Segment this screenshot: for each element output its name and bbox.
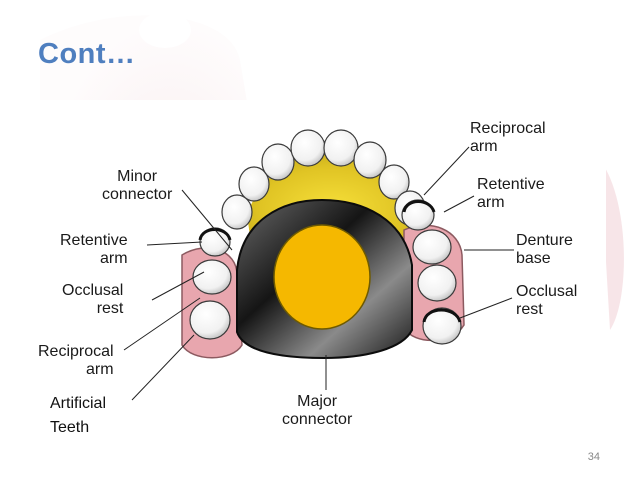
leader-lines bbox=[123, 146, 514, 401]
major-connector-opening bbox=[273, 224, 371, 330]
left-posterior-teeth bbox=[189, 227, 232, 340]
rpd-illustration bbox=[123, 129, 514, 401]
slide-title: Cont… bbox=[38, 38, 136, 70]
slide-page-number: 34 bbox=[587, 451, 600, 463]
right-posterior-teeth bbox=[401, 199, 462, 345]
